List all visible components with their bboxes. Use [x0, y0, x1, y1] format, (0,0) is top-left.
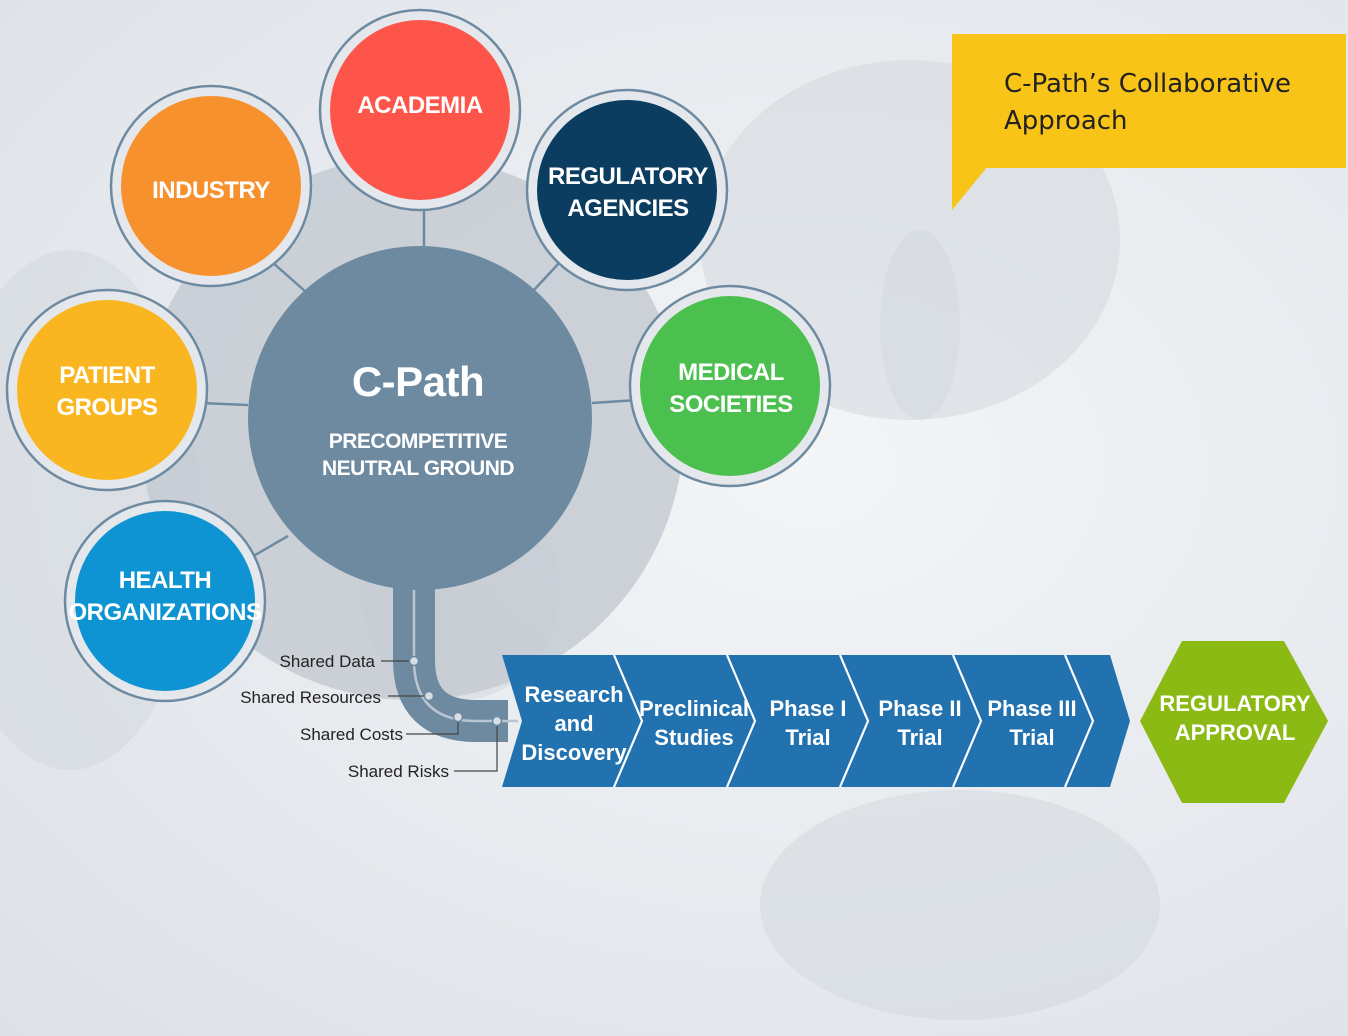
stakeholder-patient-groups: PATIENT GROUPS: [5, 288, 209, 492]
stage-phase3-line2: Trial: [1009, 725, 1054, 750]
stakeholder-regulatory-line2: AGENCIES: [567, 195, 689, 222]
stage-phase1-line2: Trial: [785, 725, 830, 750]
stakeholder-health-line1: HEALTH: [119, 567, 212, 594]
pipeline-dividers: [612, 654, 1095, 788]
stakeholder-medical-line2: SOCIETIES: [669, 391, 793, 418]
stakeholder-medical-line1: MEDICAL: [678, 359, 784, 386]
stage-phase2-line1: Phase II: [878, 696, 961, 721]
approval-line1: REGULATORY: [1159, 691, 1310, 716]
shared-costs-label: Shared Costs: [300, 725, 403, 744]
shared-resources-dot: [423, 690, 435, 702]
stakeholder-health-organizations: HEALTH ORGANIZATIONS: [63, 499, 267, 703]
stakeholder-industry: INDUSTRY: [109, 84, 313, 288]
map-landmass-japan: [880, 230, 960, 420]
shared-risks-label: Shared Risks: [348, 762, 449, 781]
callout-tail: [952, 166, 988, 210]
stage-preclinical-line2: Studies: [654, 725, 733, 750]
callout-title-line2: Approach: [1004, 106, 1128, 136]
shared-data-label: Shared Data: [280, 652, 376, 671]
stage-preclinical-line1: Preclinical: [639, 696, 749, 721]
callout-title: C-Path’s Collaborative Approach: [1004, 66, 1324, 140]
shared-resources-label: Shared Resources: [240, 688, 381, 707]
pipeline: Research and Discovery Preclinical Studi…: [502, 654, 1130, 788]
shared-data-dot: [408, 655, 420, 667]
stakeholder-patient-line2: GROUPS: [56, 394, 158, 421]
title-callout: C-Path’s Collaborative Approach: [952, 34, 1346, 168]
stakeholder-regulatory-agencies: REGULATORY AGENCIES: [525, 88, 729, 292]
pipeline-bar: [502, 655, 1130, 787]
hub-subtitle-line2: NEUTRAL GROUND: [322, 457, 514, 480]
stage-research-line3: Discovery: [521, 740, 627, 765]
stage-phase1-line1: Phase I: [769, 696, 846, 721]
callout-title-line1: C-Path’s Collaborative: [1004, 69, 1292, 99]
hub-circle: [248, 246, 592, 590]
stakeholder-regulatory-line1: REGULATORY: [548, 163, 708, 190]
stage-phase3-line1: Phase III: [987, 696, 1076, 721]
stage-research-line2: and: [554, 711, 593, 736]
connector-health: [249, 534, 289, 560]
approval-hexagon: [1140, 641, 1328, 803]
hub-title: C-Path: [352, 358, 484, 405]
hub-subtitle-line1: PRECOMPETITIVE: [329, 430, 508, 453]
connector-regulatory: [533, 261, 561, 291]
map-landmass-australia: [760, 790, 1160, 1020]
regulatory-approval: REGULATORY APPROVAL: [1140, 641, 1328, 803]
connector-patient: [199, 401, 249, 407]
shared-costs-dot: [452, 711, 464, 723]
shared-risks-dot: [491, 715, 503, 727]
stakeholder-health-line2: ORGANIZATIONS: [68, 599, 262, 626]
stakeholder-medical-societies: MEDICAL SOCIETIES: [628, 284, 832, 488]
stage-research-line1: Research: [524, 682, 623, 707]
approval-line2: APPROVAL: [1175, 720, 1296, 745]
stakeholder-patient-line1: PATIENT: [59, 362, 155, 389]
stakeholder-academia: ACADEMIA: [318, 8, 522, 212]
stakeholder-academia-label: ACADEMIA: [357, 92, 482, 119]
shared-dots: [408, 655, 503, 727]
stage-phase2-line2: Trial: [897, 725, 942, 750]
shared-leaders: [381, 660, 498, 772]
stakeholder-industry-label: INDUSTRY: [152, 177, 270, 204]
connector-industry: [271, 261, 307, 293]
